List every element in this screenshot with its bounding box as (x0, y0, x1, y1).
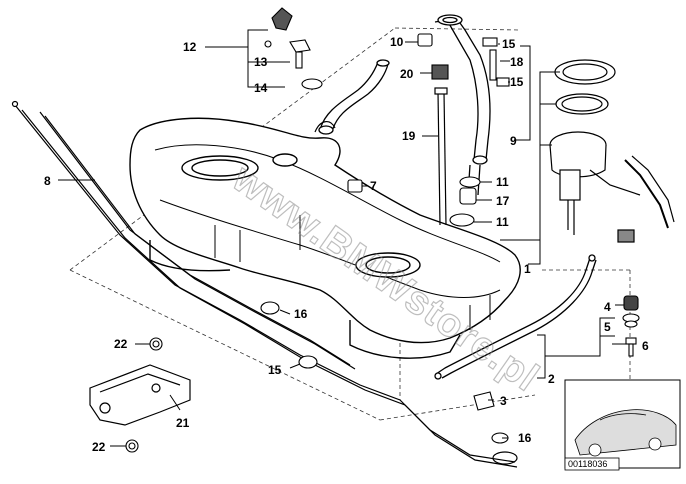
callout-1: 1 (524, 262, 531, 276)
callout-13: 13 (254, 55, 268, 69)
mount-parts (622, 295, 640, 357)
callout-7: 7 (370, 179, 377, 193)
tank-strap (434, 254, 597, 380)
callout-11-upper: 11 (496, 175, 509, 189)
callout-14: 14 (254, 81, 268, 95)
callout-5: 5 (604, 320, 611, 334)
callout-22-lower: 22 (92, 440, 106, 454)
catalog-number: 00118036 (568, 459, 607, 469)
callout-11-lower: 11 (496, 215, 509, 229)
callout-21: 21 (176, 416, 190, 430)
callout-16-lower: 16 (518, 431, 532, 445)
callout-15-bottom: 15 (268, 363, 282, 377)
callout-6: 6 (642, 339, 649, 353)
heat-shield (89, 364, 191, 426)
callout-15-mid: 15 (510, 75, 524, 89)
callout-12: 12 (183, 40, 197, 54)
sender-rod (434, 87, 448, 226)
callout-17: 17 (496, 194, 510, 208)
callout-9: 9 (510, 134, 517, 148)
callout-22-upper: 22 (114, 337, 128, 351)
callout-10: 10 (390, 35, 404, 49)
fuel-pump-parts (549, 59, 675, 243)
fuel-lines (11, 100, 518, 468)
callout-8: 8 (44, 174, 51, 188)
callout-16-upper: 16 (294, 307, 308, 321)
callout-15-top: 15 (502, 37, 516, 51)
filler-hose (318, 59, 390, 135)
callout-3: 3 (500, 394, 507, 408)
vehicle-thumbnail: 00118036 (564, 379, 681, 471)
callout-2: 2 (548, 372, 555, 386)
callout-18: 18 (510, 55, 524, 69)
leader-lines (58, 29, 628, 447)
callout-20: 20 (400, 67, 414, 81)
filler-pipe (434, 14, 491, 196)
callout-19: 19 (402, 129, 416, 143)
callout-4: 4 (604, 300, 611, 314)
fuel-tank (129, 117, 521, 359)
callout-labels: 1 2 3 4 5 6 7 8 9 10 11 11 12 13 14 15 1… (44, 35, 649, 454)
